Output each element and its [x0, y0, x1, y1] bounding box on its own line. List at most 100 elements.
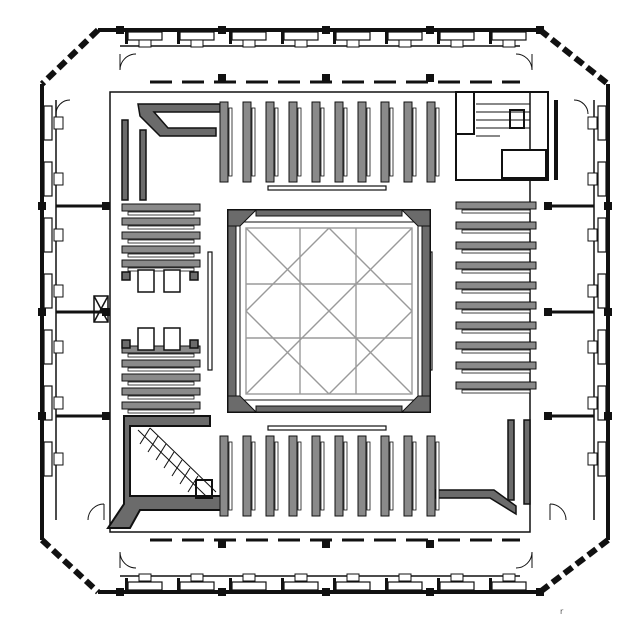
carrel: [281, 573, 319, 594]
carrel: [333, 573, 371, 594]
central-atrium: [227, 209, 431, 413]
stack-shelf: [219, 435, 233, 517]
stacks-bottom: [219, 435, 440, 517]
carrel: [489, 28, 527, 48]
corridor-benches: [150, 80, 520, 542]
column: [322, 588, 330, 596]
carrel: [587, 161, 607, 197]
reading-tables-left: [121, 269, 199, 351]
stack-shelf: [380, 435, 394, 517]
stack-shelf: [380, 101, 394, 183]
stack-shelf: [121, 203, 201, 216]
wall-bottom-right: [435, 419, 531, 516]
stack-shelf: [455, 341, 537, 354]
carrel: [125, 573, 163, 594]
column: [322, 74, 330, 82]
carrel: [229, 28, 267, 48]
stack-shelf: [121, 245, 201, 258]
door-swings: [55, 53, 589, 569]
carrel: [587, 217, 607, 253]
stack-shelf: [121, 217, 201, 230]
stack-shelf: [288, 101, 302, 183]
stack-shelf: [426, 101, 440, 183]
carrel: [43, 441, 64, 477]
stack-shelf: [121, 359, 201, 372]
carrel: [281, 28, 319, 48]
stack-shelf: [455, 301, 537, 314]
column: [426, 26, 434, 34]
column: [536, 26, 544, 34]
column: [218, 588, 226, 596]
carrel: [125, 28, 163, 48]
stacks-right: [455, 201, 537, 394]
stack-shelf: [265, 101, 279, 183]
carrel: [229, 573, 267, 594]
stack-shelf: [455, 361, 537, 374]
stair-bottom-left: [106, 415, 223, 529]
carrels-left: [43, 105, 64, 477]
column: [604, 412, 612, 420]
stack-shelf: [121, 259, 201, 272]
stack-shelf: [403, 101, 417, 183]
stack-shelf: [121, 373, 201, 386]
column: [536, 588, 544, 596]
stack-shelf: [357, 435, 371, 517]
column: [218, 26, 226, 34]
carrel: [177, 573, 215, 594]
stack-shelf: [455, 261, 537, 274]
stack-shelf: [219, 101, 233, 183]
stack-shelf: [455, 241, 537, 254]
stack-shelf: [288, 435, 302, 517]
carrel: [587, 441, 607, 477]
column: [218, 74, 226, 82]
stack-shelf: [455, 281, 537, 294]
stack-shelf: [455, 221, 537, 234]
stack-shelf: [455, 321, 537, 334]
carrel: [437, 28, 475, 48]
stack-shelf: [455, 201, 537, 214]
column: [604, 308, 612, 316]
stack-shelf: [455, 381, 537, 394]
column: [38, 202, 46, 210]
stacks-left: [121, 203, 201, 414]
column: [426, 74, 434, 82]
carrels-bottom: [125, 573, 527, 594]
stack-shelf: [426, 435, 440, 517]
stack-shelf: [334, 435, 348, 517]
corner-walls: [39, 27, 610, 595]
left-carrel-rooms: [56, 204, 110, 418]
column: [322, 540, 330, 548]
stack-shelf: [311, 435, 325, 517]
carrel: [587, 105, 607, 141]
carrels-right: [587, 105, 607, 477]
stack-shelf: [121, 387, 201, 400]
column: [38, 412, 46, 420]
carrel: [587, 385, 607, 421]
stack-shelf: [403, 435, 417, 517]
carrel: [43, 217, 64, 253]
stack-shelf: [334, 101, 348, 183]
carrel: [489, 573, 527, 594]
carrel: [587, 329, 607, 365]
column: [426, 540, 434, 548]
column: [426, 588, 434, 596]
carrel: [43, 105, 64, 141]
column: [38, 308, 46, 316]
carrel: [385, 573, 423, 594]
carrel: [43, 385, 64, 421]
carrel: [385, 28, 423, 48]
carrel: [43, 329, 64, 365]
stack-shelf: [121, 345, 201, 358]
stack-shelf: [121, 231, 201, 244]
right-carrel-rooms: [546, 204, 594, 418]
carrel: [333, 28, 371, 48]
carrels-top: [125, 28, 527, 48]
stack-shelf: [311, 101, 325, 183]
wall-top-left: [121, 103, 221, 201]
stack-shelf: [242, 101, 256, 183]
column: [116, 588, 124, 596]
column: [604, 202, 612, 210]
column: [322, 26, 330, 34]
